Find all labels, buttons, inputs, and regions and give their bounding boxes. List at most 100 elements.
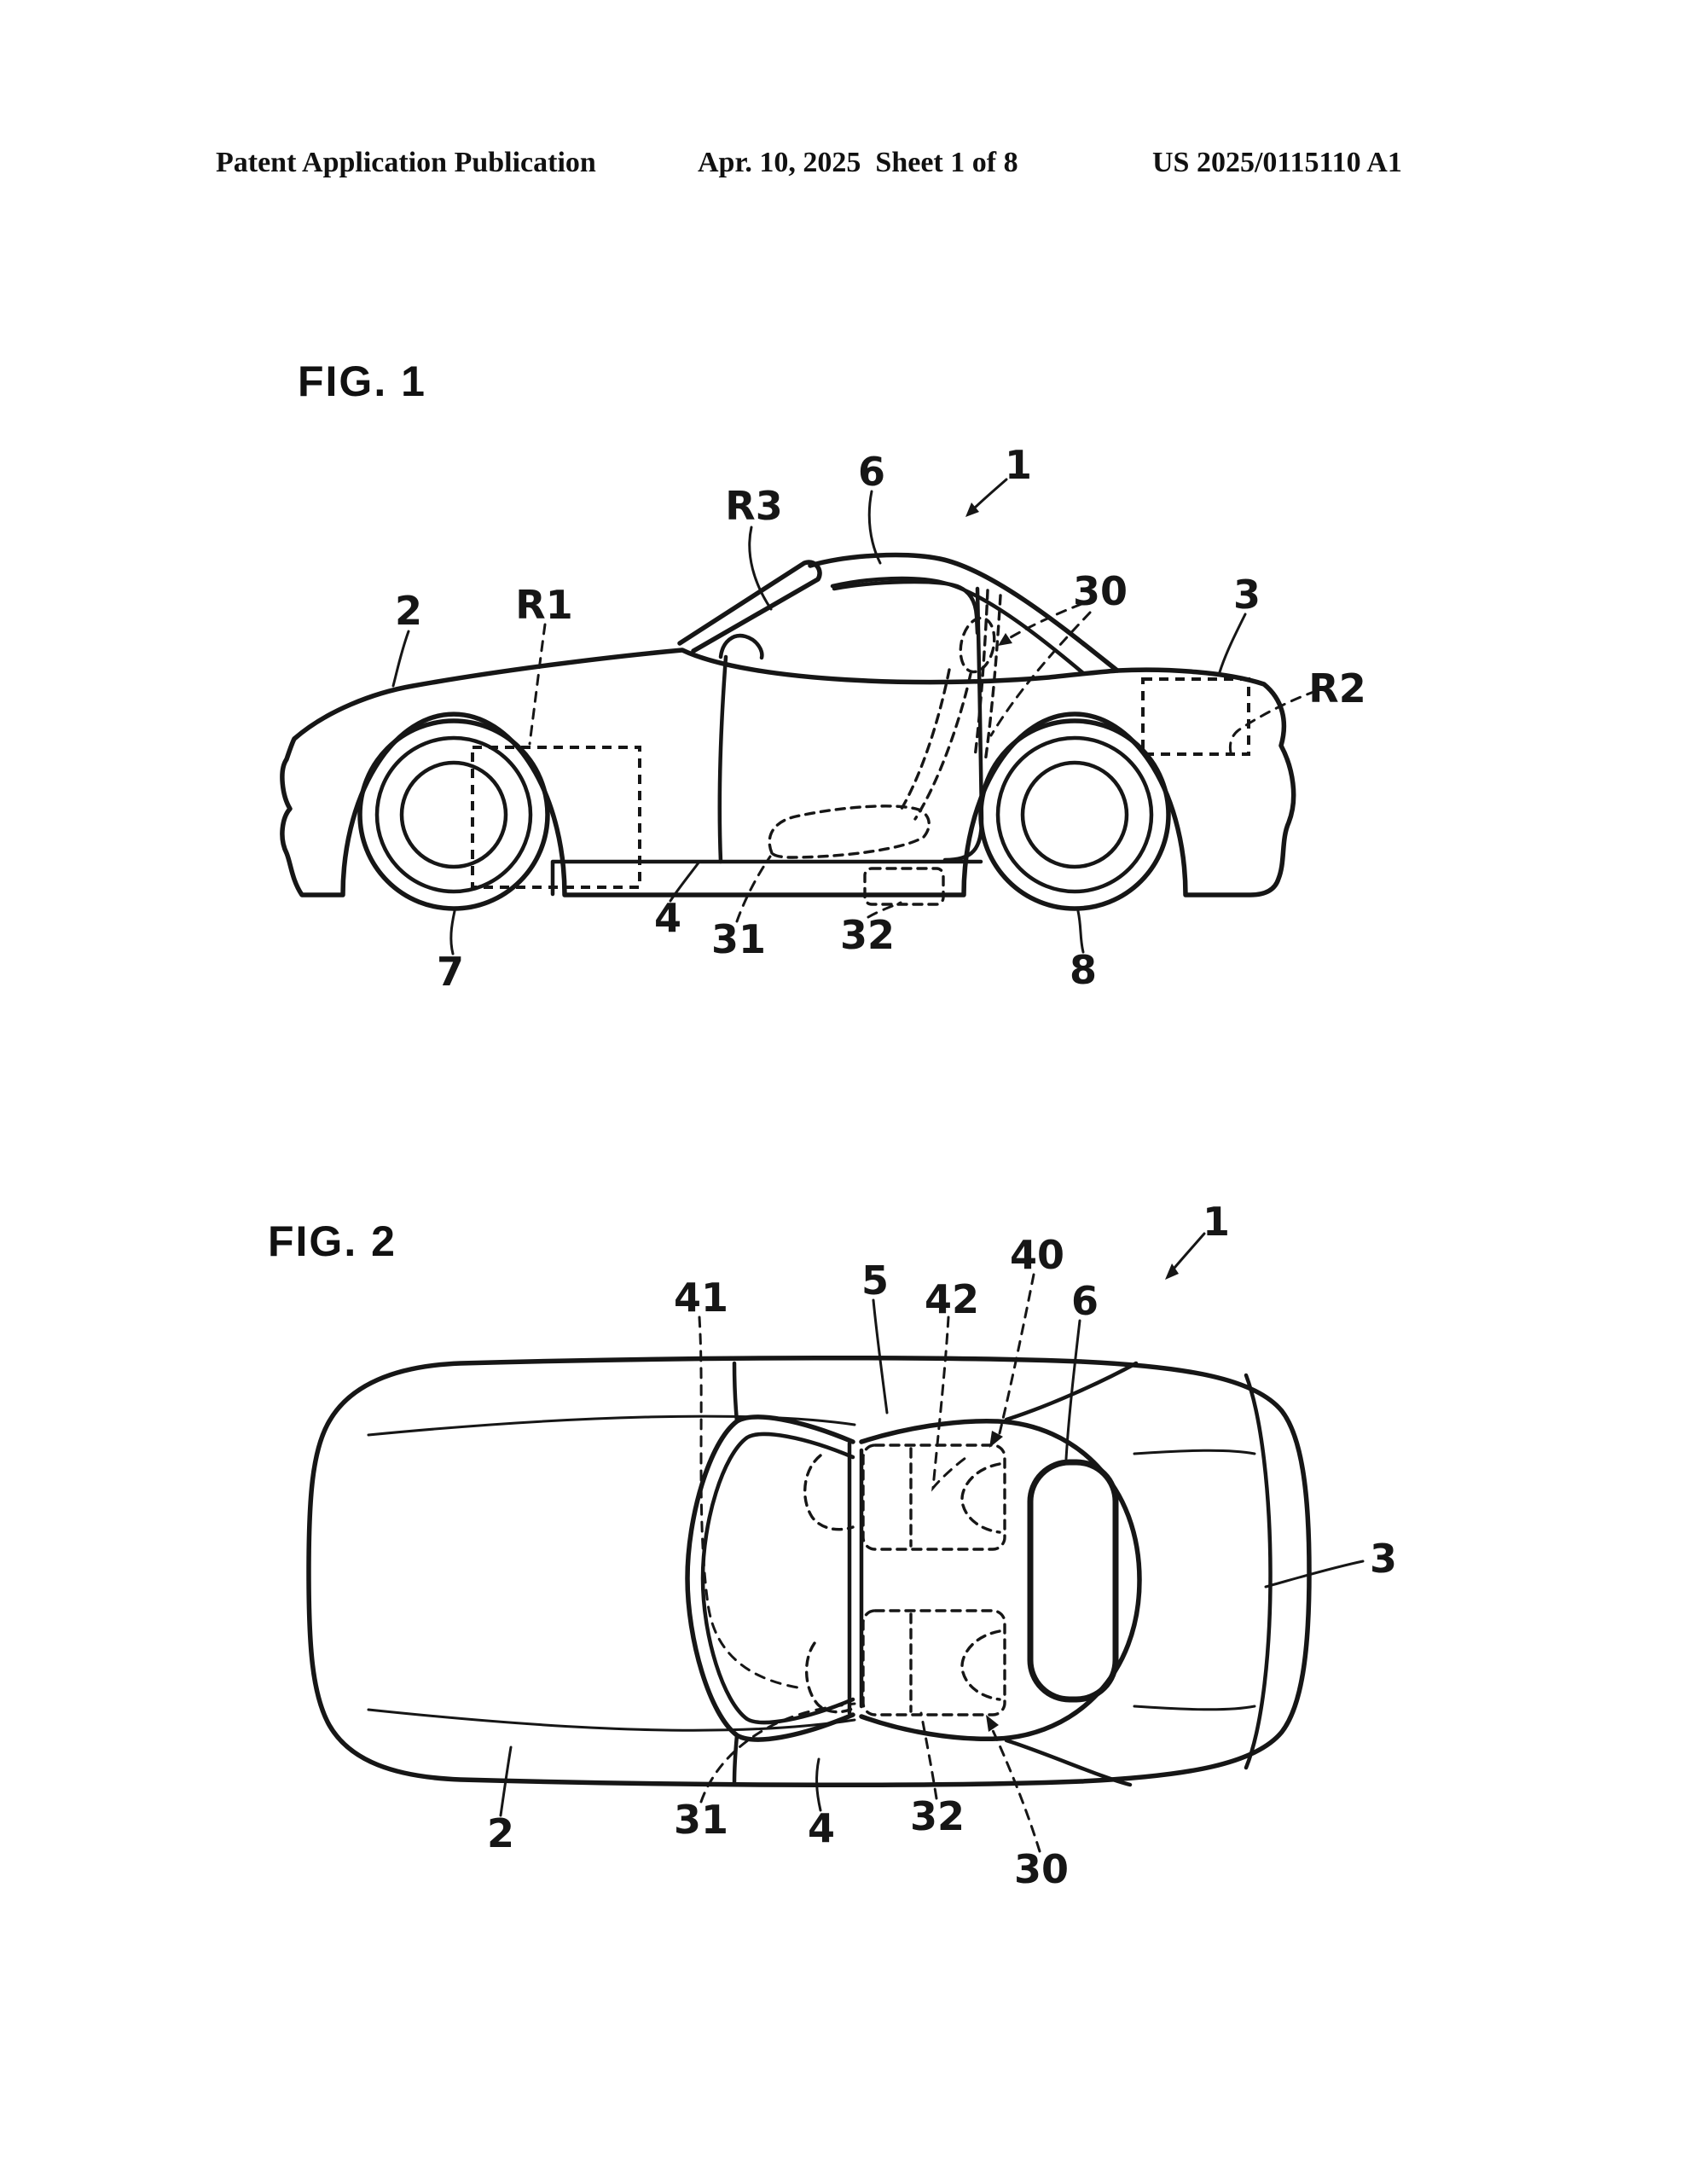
- fig2-deck-seams: [1133, 1449, 1256, 1711]
- fig1-lead-2: [391, 630, 410, 688]
- header-document-number: US 2025/0115110 A1: [1152, 147, 1402, 178]
- fig2-label-41: 41: [674, 1275, 728, 1321]
- fig1-label-31: 31: [711, 916, 766, 962]
- fig1-lead-4: [669, 860, 701, 903]
- fig2-label-2: 2: [487, 1810, 514, 1856]
- fig1-lead-31: [735, 855, 772, 923]
- fig2-lead-42: [931, 1316, 971, 1492]
- fig2-arrowhead-1: [1165, 1263, 1179, 1280]
- fig1-door-front-edge: [717, 654, 728, 864]
- fig1-door-glass-top: [832, 579, 980, 636]
- fig1-label-8: 8: [1070, 947, 1097, 993]
- fig2-arrowhead-30: [986, 1715, 999, 1732]
- fig1-label-r1: R1: [515, 582, 572, 628]
- fig2-hood-seam-left: [367, 1414, 856, 1437]
- fig2-cowl-lines: [847, 1441, 864, 1716]
- fig2-arrow-1: [1168, 1232, 1206, 1275]
- fig2-lead-32: [919, 1711, 938, 1800]
- fig2-softtop-lid: [1027, 1459, 1119, 1703]
- fig2-arrowhead-40: [989, 1431, 1003, 1448]
- fig1-label-3: 3: [1233, 572, 1261, 618]
- fig2-lead-4: [815, 1757, 822, 1812]
- fig2-label-4: 4: [808, 1805, 835, 1851]
- fig2-lead-2: [499, 1745, 513, 1817]
- fig2-lead-5: [872, 1298, 889, 1414]
- header-date-sheet: Apr. 10, 2025 Sheet 1 of 8: [698, 147, 1018, 178]
- fig2-rear-seam: [1244, 1373, 1273, 1770]
- fig1-lead-7: [449, 909, 456, 956]
- fig1-label-4: 4: [654, 895, 681, 941]
- fig1-label-7: 7: [437, 949, 464, 995]
- fig1-label-32: 32: [840, 912, 895, 958]
- fig1-lead-3: [1218, 613, 1247, 674]
- fig1-rear-tire-inner: [995, 735, 1154, 894]
- fig2-seat-left-headrest: [960, 1462, 1001, 1534]
- fig1-arrow-1: [971, 478, 1008, 512]
- fig1-title: FIG. 1: [298, 357, 426, 405]
- fig2-label-1: 1: [1203, 1199, 1230, 1245]
- fig1-arrowhead-30: [998, 633, 1012, 646]
- fig2-label-32: 32: [910, 1793, 965, 1839]
- fig2-title: FIG. 2: [268, 1217, 397, 1265]
- fig1-side-mirror: [718, 633, 764, 660]
- fig1-rear-tire-outer: [978, 718, 1171, 911]
- fig2-windshield-frame: [685, 1361, 864, 1786]
- fig1-arrowhead-1: [965, 502, 979, 517]
- fig2-label-5: 5: [861, 1258, 889, 1304]
- fig1-lead-30: [1005, 602, 1083, 642]
- fig2-lead-31: [699, 1702, 856, 1804]
- fig2-seat-right: [861, 1609, 1006, 1716]
- fig1-seat-rail: [863, 867, 945, 906]
- fig1-label-r2: R2: [1308, 665, 1365, 712]
- fig2-seat-left: [861, 1443, 1006, 1551]
- fig2-lead-30: [989, 1725, 1041, 1853]
- fig2-seats-hidden: [803, 1443, 1006, 1716]
- fig2-label-40: 40: [1010, 1232, 1064, 1278]
- fig1-lead-r3: [748, 526, 773, 611]
- fig2-lead-40: [998, 1273, 1035, 1435]
- fig2-label-30: 30: [1014, 1846, 1069, 1892]
- fig1-soft-top-inner: [830, 576, 1086, 676]
- fig2-dash-corner-right: [805, 1641, 857, 1714]
- fig2-lead-3: [1264, 1560, 1365, 1589]
- fig1-region-box-r2: [1141, 677, 1250, 756]
- fig1-lead-6: [867, 490, 882, 565]
- fig1-drawing: 6 1 R3 2 R1 30 3 R2 4 31 32 7 8: [280, 442, 1366, 995]
- fig2-hood-seam-right: [367, 1708, 856, 1732]
- fig2-cockpit-opening: [859, 1418, 1142, 1742]
- fig1-label-r3: R3: [725, 483, 782, 529]
- fig2-label-3: 3: [1370, 1536, 1397, 1582]
- fig1-lead-30b: [989, 611, 1092, 737]
- fig2-label-31: 31: [674, 1797, 728, 1843]
- fig1-lead-32: [867, 901, 902, 919]
- fig2-drawing: 1 41 5 42 40 6 3 2 31 4 32 30: [306, 1199, 1397, 1892]
- fig1-seat-cushion: [768, 804, 931, 859]
- fig2-car-body: [306, 1355, 1312, 1788]
- fig1-lead-r1: [528, 623, 547, 746]
- fig2-dash-corner-left: [803, 1454, 855, 1531]
- fig1-seatbelt-lines: [973, 589, 1002, 764]
- header-publication-type: Patent Application Publication: [216, 147, 596, 178]
- fig2-quarter-lines: [1004, 1361, 1139, 1787]
- fig2-lead-6: [1064, 1319, 1081, 1461]
- fig1-front-tire-outer: [357, 718, 550, 911]
- fig1-lead-8: [1076, 909, 1085, 954]
- fig1-rear-rim: [1020, 760, 1129, 869]
- fig2-label-42: 42: [925, 1276, 979, 1322]
- fig1-label-1: 1: [1005, 442, 1032, 488]
- fig1-seat-hidden: [768, 589, 1002, 906]
- fig1-soft-top-outer: [808, 552, 1120, 673]
- fig1-front-tire-inner: [374, 735, 533, 894]
- fig1-front-rim: [399, 760, 508, 869]
- fig1-region-box-r1: [471, 746, 641, 889]
- fig2-seat-right-headrest: [960, 1629, 1001, 1701]
- fig1-sill-line: [550, 859, 983, 897]
- fig1-label-30: 30: [1073, 568, 1128, 614]
- fig1-label-2: 2: [395, 588, 422, 634]
- fig2-lead-41: [698, 1316, 799, 1689]
- fig2-windshield-outer: [685, 1414, 855, 1742]
- fig2-label-6: 6: [1071, 1278, 1099, 1324]
- fig1-label-6: 6: [858, 449, 885, 495]
